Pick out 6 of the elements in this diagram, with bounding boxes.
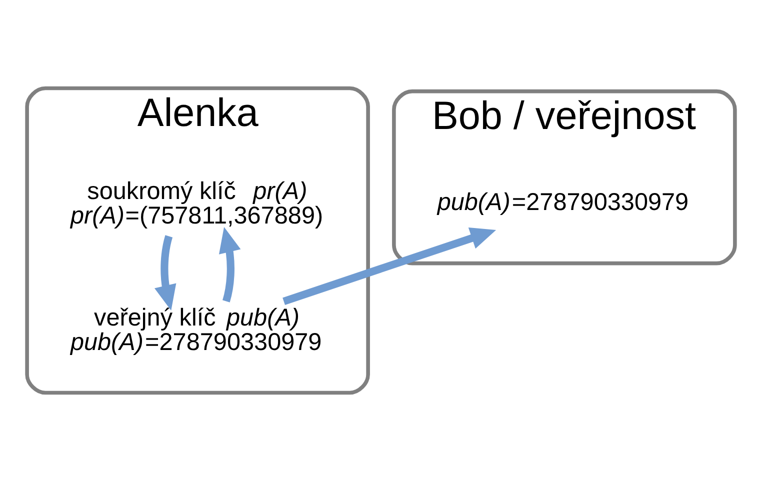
arrow: [282, 228, 496, 305]
arrow: [218, 226, 241, 302]
node-text: pub(A)=278790330979: [437, 188, 689, 216]
node-text: soukromý klíč pr(A) pr(A)=(757811,367889): [70, 178, 324, 230]
arrow: [154, 235, 176, 311]
node-text: veřejný klíč pub(A) pub(A)=278790330979: [70, 304, 322, 356]
